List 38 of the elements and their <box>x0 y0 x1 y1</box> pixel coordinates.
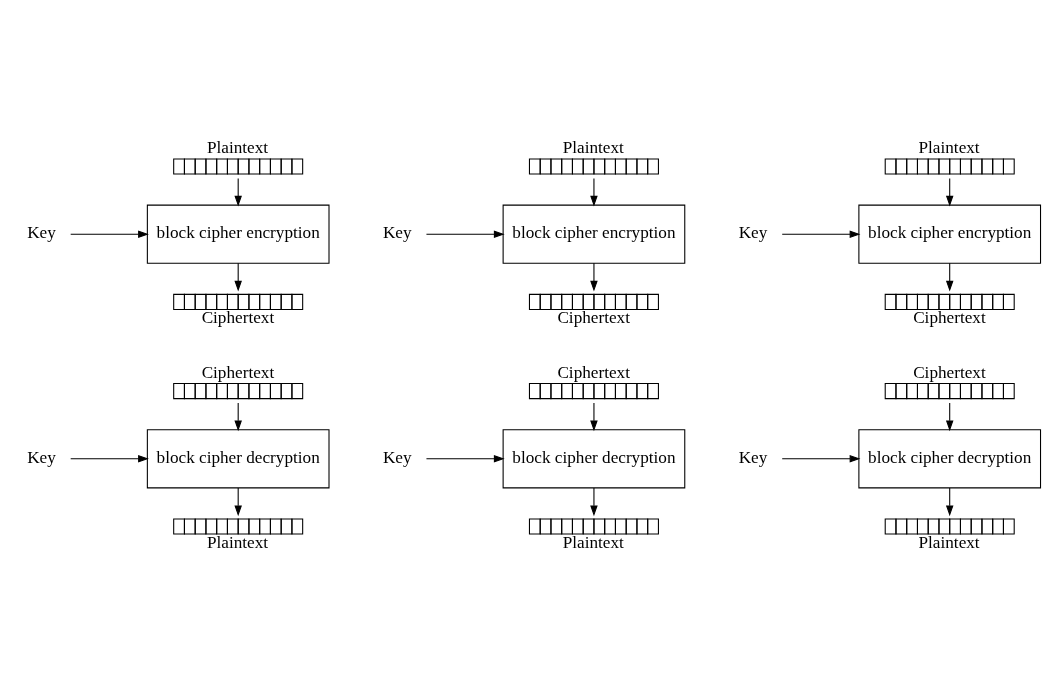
node-box: block cipher decryption <box>146 429 330 489</box>
node-label: Plaintext <box>207 138 269 158</box>
node-text: Key <box>382 223 412 243</box>
node-label: Ciphertext <box>557 362 630 382</box>
arrow <box>590 177 598 207</box>
node-label: Ciphertext <box>913 308 986 328</box>
node-text: Key <box>27 223 56 243</box>
node-box: block cipher encryption <box>502 204 686 264</box>
node-text: Key <box>382 447 412 467</box>
arrow <box>781 455 861 463</box>
node-box: block cipher decryption <box>502 429 686 489</box>
node-text: Key <box>738 447 768 467</box>
node-label: Plaintext <box>562 138 624 158</box>
arrow <box>590 487 598 517</box>
arrow <box>945 262 954 292</box>
arrow <box>234 177 242 207</box>
node-label: Ciphertext <box>913 362 986 382</box>
node-label: Plaintext <box>918 532 980 552</box>
node-label: Ciphertext <box>201 308 275 328</box>
node-box: block cipher encryption <box>146 204 330 264</box>
node-text: Key <box>738 223 768 243</box>
arrow <box>590 402 598 432</box>
arrow <box>425 455 505 463</box>
arrow <box>70 230 149 238</box>
node-label: Plaintext <box>918 138 980 158</box>
node-box: block cipher decryption <box>858 429 1042 489</box>
node-label: Plaintext <box>562 532 624 552</box>
arrow <box>590 262 598 292</box>
node-text: Key <box>27 447 56 467</box>
node-label: Plaintext <box>207 532 269 552</box>
arrow <box>70 455 149 463</box>
node-box: block cipher encryption <box>858 204 1042 264</box>
arrow <box>945 177 954 207</box>
arrow <box>234 262 242 292</box>
arrow <box>425 230 505 238</box>
node-label: Ciphertext <box>557 308 630 328</box>
arrow <box>781 230 861 238</box>
node-label: Ciphertext <box>201 362 275 382</box>
